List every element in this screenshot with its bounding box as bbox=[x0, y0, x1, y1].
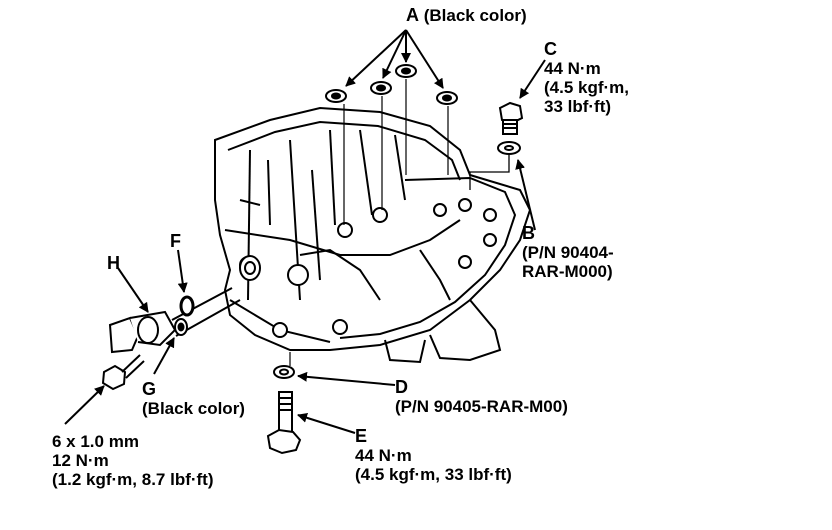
label-c: C 44 N·m (4.5 kgf·m, 33 lbf·ft) bbox=[544, 39, 630, 117]
label-b-letter: B bbox=[522, 223, 535, 243]
washer-a-group bbox=[325, 64, 458, 105]
transmission-housing bbox=[214, 106, 532, 364]
label-g: G (Black color) bbox=[142, 379, 245, 419]
label-d-part-number: (P/N 90405-RAR-M00) bbox=[395, 397, 568, 416]
washer-a-arrows bbox=[345, 29, 444, 89]
label-g-note: (Black color) bbox=[142, 399, 245, 418]
label-d: D (P/N 90405-RAR-M00) bbox=[395, 377, 568, 417]
label-a: A (Black color) bbox=[406, 5, 527, 26]
arrow-b bbox=[515, 159, 536, 231]
washer-d bbox=[273, 365, 295, 379]
arrow-h bbox=[117, 267, 149, 313]
label-a-note: (Black color) bbox=[423, 6, 527, 25]
label-c-kgf: (4.5 kgf·m, bbox=[544, 78, 630, 97]
label-c-lbf: 33 lbf·ft) bbox=[544, 97, 612, 116]
label-b-part-number: (P/N 90404- bbox=[522, 243, 614, 262]
arrow-f bbox=[177, 249, 188, 293]
washer-a-guide-lines bbox=[343, 79, 449, 225]
bolt-spec-torque: 12 N·m bbox=[52, 451, 109, 470]
b-leader bbox=[469, 155, 510, 190]
label-h: H bbox=[107, 253, 120, 273]
label-b: B (P/N 90404- RAR-M000) bbox=[522, 223, 614, 282]
label-a-letter: A bbox=[406, 5, 419, 25]
label-f: F bbox=[170, 231, 181, 251]
label-c-torque: 44 N·m bbox=[544, 59, 601, 78]
sensor-mount-boss bbox=[239, 255, 261, 281]
sensor-h bbox=[108, 287, 241, 354]
housing-bolt-holes bbox=[239, 198, 497, 338]
label-c-letter: C bbox=[544, 39, 557, 59]
arrow-bolt-spec bbox=[64, 385, 105, 425]
bolt-c bbox=[498, 101, 524, 135]
arrow-d bbox=[297, 371, 396, 386]
label-g-letter: G bbox=[142, 379, 157, 399]
sensor-bolt bbox=[101, 354, 145, 391]
label-e-letter: E bbox=[355, 426, 368, 446]
label-e-kgf: (4.5 kgf·m, 33 lbf·ft) bbox=[355, 465, 512, 484]
washer-b bbox=[497, 141, 521, 155]
bolt-spec-size: 6 x 1.0 mm bbox=[52, 432, 139, 451]
label-bolt-spec: 6 x 1.0 mm 12 N·m (1.2 kgf·m, 8.7 lbf·ft… bbox=[52, 432, 214, 489]
label-e: E 44 N·m (4.5 kgf·m, 33 lbf·ft) bbox=[355, 426, 512, 485]
bolt-spec-kgf: (1.2 kgf·m, 8.7 lbf·ft) bbox=[52, 470, 214, 489]
label-d-letter: D bbox=[395, 377, 408, 397]
label-b-part-number-cont: RAR-M000) bbox=[522, 262, 613, 281]
washer-g bbox=[174, 318, 188, 336]
label-e-torque: 44 N·m bbox=[355, 446, 412, 465]
arrow-c bbox=[519, 59, 546, 99]
bolt-e bbox=[266, 391, 302, 455]
arrow-e bbox=[297, 412, 356, 434]
o-ring-f bbox=[179, 295, 195, 317]
arrow-g bbox=[153, 337, 175, 375]
